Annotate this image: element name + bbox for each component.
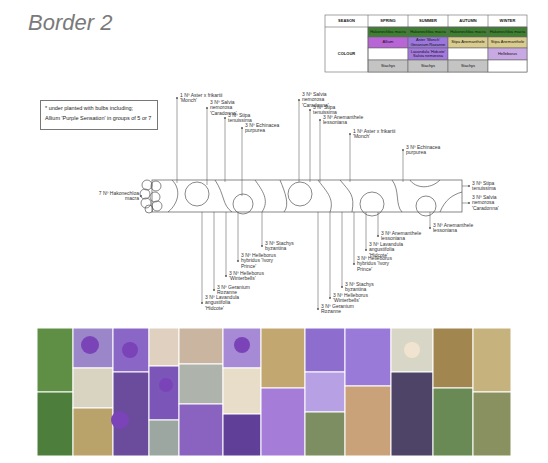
leader-dot	[225, 275, 226, 276]
callout-label: 3 Nº Salvia nemorosa 'Caradonna'	[472, 195, 516, 212]
note-text: * under planted with bulbs including;	[45, 105, 153, 112]
table-cell-text: WINTER	[488, 15, 527, 27]
callout-label: 3 Nº Stipa tenuissima	[472, 181, 516, 192]
leader-line	[177, 98, 178, 183]
leader-dot	[140, 195, 141, 196]
table-cell-text: SEASON	[325, 15, 368, 27]
leader-dot	[329, 297, 330, 298]
leader-dot	[298, 99, 299, 100]
leader-dot	[468, 202, 469, 203]
leader-line	[299, 100, 300, 182]
note-box: * under planted with bulbs including; All…	[40, 100, 158, 130]
leader-dot	[349, 133, 350, 134]
diagram-title: Border 2	[28, 10, 112, 36]
leader-line	[214, 212, 215, 290]
table-cell-text: Aster 'Monch' Geranium Rozanne	[408, 37, 448, 48]
table-cell-text: Stachys	[368, 60, 408, 72]
leader-dot	[317, 308, 318, 309]
leader-dot	[429, 227, 430, 228]
table-cell-text: Hakonechloa macra	[448, 27, 488, 37]
callout-label: 3 Nº Geranium Rozanne	[321, 304, 365, 315]
leader-dot	[213, 289, 214, 290]
leader-dot	[201, 302, 202, 303]
table-cell-text: Hakonechloa macra	[368, 27, 408, 37]
leader-dot	[241, 127, 242, 128]
callout-label: 3 Nº Lavandula angustifolia 'Hidcote'	[205, 295, 249, 312]
leader-line	[378, 212, 379, 236]
callout-label: 3 Nº Stachys byzantina	[265, 241, 309, 252]
leader-dot	[353, 263, 354, 264]
table-cell-text: Helleborus	[488, 48, 527, 60]
leader-line	[462, 203, 469, 204]
leader-line	[310, 110, 311, 182]
leader-dot	[237, 260, 238, 261]
leader-line	[403, 150, 404, 182]
callout-label: 3 Nº Anemanthele lessoniana	[433, 223, 477, 234]
note-text: Allium 'Purple Sensation' in groups of 5…	[45, 115, 153, 122]
leader-dot	[319, 119, 320, 120]
callout-label: 3 Nº Helleborus hybridus 'Ivory Prince'	[357, 256, 401, 273]
leader-line	[225, 118, 226, 182]
leader-dot	[309, 109, 310, 110]
table-cell-text: Stipa Anemanthele	[488, 37, 527, 48]
leader-dot	[224, 117, 225, 118]
callout-label: 3 Nº Stachys byzantina	[345, 282, 389, 293]
leader-line	[202, 212, 203, 303]
callout-label: 1 Nº Aster x frikartii 'Monch'	[353, 129, 397, 140]
table-cell-text: Stachys	[448, 60, 488, 72]
leader-line	[242, 128, 243, 196]
callout-label: 3 Nº Helleborus hybridus 'Ivory Prince'	[241, 253, 285, 270]
leader-dot	[402, 149, 403, 150]
callout-label: 3 Nº Echinacea purpurea	[406, 145, 450, 156]
leader-line	[320, 120, 321, 182]
leader-dot	[261, 245, 262, 246]
callout-label: 3 Nº Helleborus 'Winterbells'	[333, 293, 377, 304]
table-cell-text: Hakonechloa macra	[408, 27, 448, 37]
leader-dot	[176, 97, 177, 98]
leader-line	[354, 212, 355, 264]
callout-label: 3 Nº Lavandula angustifolia 'Hidcote'	[369, 242, 413, 259]
leader-line	[226, 212, 227, 276]
table-cell-text: SPRING	[368, 15, 408, 27]
leader-dot	[377, 235, 378, 236]
table-cell-text: AUTUMN	[448, 15, 488, 27]
leader-line	[330, 212, 331, 298]
callout-label: 3 Nº Helleborus 'Winterbells'	[229, 271, 273, 282]
leader-line	[462, 186, 469, 187]
leader-dot	[365, 249, 366, 250]
leader-line	[318, 212, 319, 309]
callout-label: 7 Nº Hakonechloa macra	[95, 191, 139, 202]
table-cell-text: Stachys	[408, 60, 448, 72]
callout-label: 3 Nº Anemanthele lessoniana	[381, 231, 425, 242]
table-cell-text: COLOUR	[325, 37, 368, 72]
table-cell-text: Hakonechloa macra	[488, 27, 527, 37]
table-cell-text: SUMMER	[408, 15, 448, 27]
leader-dot	[468, 185, 469, 186]
leader-dot	[206, 107, 207, 108]
leader-line	[342, 212, 343, 287]
table-cell-text: Lavandula 'Hidcote' Salvia nemorosa	[408, 48, 448, 60]
leader-line	[238, 212, 239, 261]
leader-line	[262, 212, 263, 246]
leader-line	[350, 134, 351, 182]
leader-line	[430, 212, 431, 228]
table-cell-text: Stipa Anemanthele	[448, 37, 488, 48]
leader-dot	[341, 286, 342, 287]
leader-line	[366, 212, 367, 250]
callout-label: 3 Nº Anemanthele lessoniana	[323, 115, 367, 126]
table-cell-text: Allium	[368, 37, 408, 48]
leader-line	[207, 108, 208, 185]
callout-label: 3 Nº Echinacea purpurea	[245, 123, 289, 134]
